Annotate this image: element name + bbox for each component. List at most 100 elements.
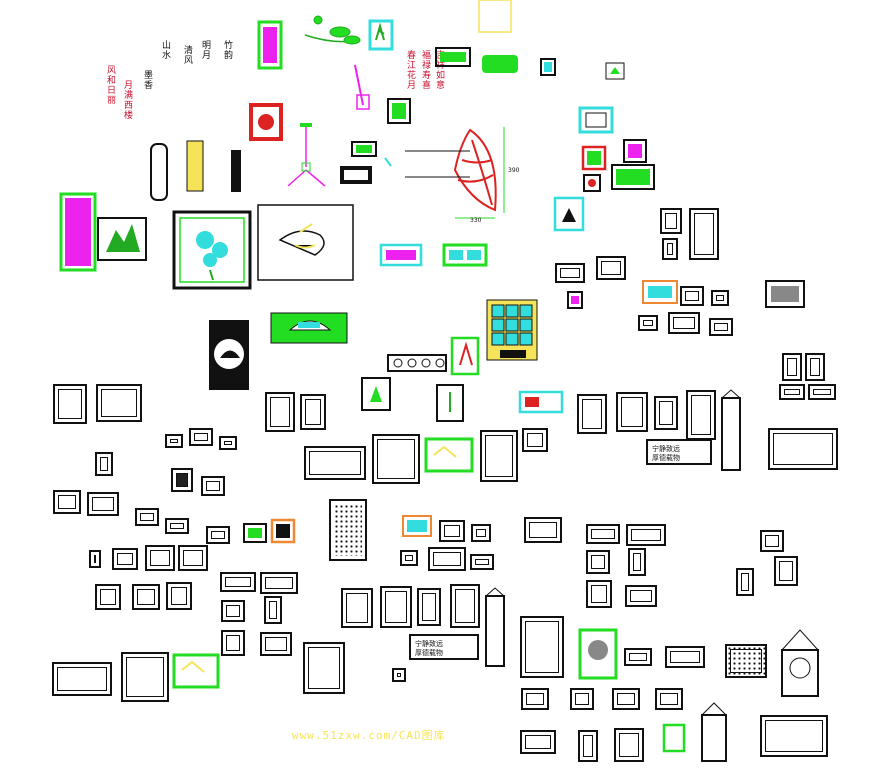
frame-a78	[689, 208, 719, 260]
frame-a22	[145, 545, 175, 571]
frame-a58	[570, 688, 594, 710]
frame-a48	[586, 524, 620, 544]
frame-a17	[135, 508, 159, 526]
red-calligraphy-2: 月满西楼	[122, 80, 132, 120]
frame-a37	[380, 586, 412, 628]
frame-a79	[662, 238, 678, 260]
frame-a80	[555, 263, 585, 283]
frame-a34	[121, 652, 169, 702]
dim-label-horizontal: 330	[470, 217, 482, 224]
frame-a14	[201, 476, 225, 496]
frame-a67	[654, 396, 678, 430]
frame-a69	[768, 428, 838, 470]
frame-a44	[470, 554, 494, 570]
frame-a19	[206, 526, 230, 544]
frame-a31	[221, 630, 245, 656]
plaque-text-3: 宁静致远	[415, 639, 443, 648]
frame-a10	[480, 430, 518, 482]
frame-a2	[96, 384, 142, 422]
frame-a20	[89, 550, 101, 568]
frame-a47	[524, 517, 562, 543]
frame-a32	[260, 632, 292, 656]
frame-a27	[220, 572, 256, 592]
black-calligraphy-5: 竹韵	[222, 40, 232, 60]
frame-a53	[625, 585, 657, 607]
frame-a84	[638, 315, 658, 331]
frame-a26	[166, 582, 192, 610]
frame-a56	[725, 644, 767, 678]
frame-a15	[53, 490, 81, 514]
frame-a30	[264, 596, 282, 624]
flower-branch	[304, 15, 361, 45]
frame-a5	[219, 436, 237, 450]
frame-a39	[450, 584, 480, 628]
frame-a66	[616, 392, 648, 432]
frame-a11	[522, 428, 548, 452]
plaque-text-4: 厚德载物	[415, 648, 443, 657]
frame-a49	[626, 524, 666, 546]
frame-a9	[372, 434, 420, 484]
frame-a82	[680, 286, 704, 306]
frame-a86	[709, 318, 733, 336]
frame-a55	[665, 646, 705, 668]
plaque-text-1: 宁静致远	[652, 444, 680, 453]
frame-a12	[95, 452, 113, 476]
frame-a64	[760, 715, 828, 757]
green-ornament	[482, 55, 518, 73]
frame-a77	[660, 208, 682, 234]
frame-a16	[87, 492, 119, 516]
frame-a72	[774, 556, 798, 586]
frame-a62	[578, 730, 598, 762]
green-frame	[257, 20, 283, 70]
frame-a28	[260, 572, 298, 594]
frame-a85	[668, 312, 700, 334]
frame-a45	[392, 668, 406, 682]
frame-a54	[624, 648, 652, 666]
frame-a83	[711, 290, 729, 306]
red-calligraphy-5: 吉祥如意	[434, 50, 444, 90]
black-calligraphy-1: 墨香	[142, 70, 152, 90]
frame-a40	[439, 520, 465, 542]
hanging-lamp	[287, 123, 326, 187]
dim-label-vertical: 390	[508, 167, 520, 174]
frame-a59	[612, 688, 640, 710]
frame-a25	[132, 584, 160, 610]
frame-a81	[596, 256, 626, 280]
frame-a13	[171, 468, 193, 492]
frame-a52	[586, 580, 612, 608]
frame-a4	[189, 428, 213, 446]
frame-a71	[736, 568, 754, 596]
frame-a75	[779, 384, 805, 400]
frame-a46	[520, 616, 564, 678]
frame-a42	[400, 550, 418, 566]
frame-a8	[304, 446, 366, 480]
frame-a36	[341, 588, 373, 628]
frame-a21	[112, 548, 138, 570]
frame-a76	[808, 384, 836, 400]
frame-a6	[265, 392, 295, 432]
frame-a33	[52, 662, 112, 696]
frame-a35	[303, 642, 345, 694]
frame-a24	[95, 584, 121, 610]
yellow-outline	[478, 0, 512, 33]
red-leaf-elevation	[453, 128, 497, 212]
black-calligraphy-2: 山水	[160, 40, 170, 60]
frame-a29	[221, 600, 245, 622]
frame-a41	[471, 524, 491, 542]
frame-a73	[782, 353, 802, 381]
black-calligraphy-4: 明月	[200, 40, 210, 60]
frame-a18	[165, 518, 189, 534]
frame-a70	[760, 530, 784, 552]
frame-a68	[686, 390, 716, 440]
frame-a57	[521, 688, 549, 710]
dotted-screen-panel	[334, 504, 362, 556]
frame-a60	[655, 688, 683, 710]
frame-a3	[165, 434, 183, 448]
frame-a61	[520, 730, 556, 754]
frame-a1	[53, 384, 87, 424]
frame-a7	[300, 394, 326, 430]
magenta-panel	[263, 27, 277, 63]
frame-a65	[577, 394, 607, 434]
red-calligraphy-3: 春江花月	[405, 50, 415, 90]
